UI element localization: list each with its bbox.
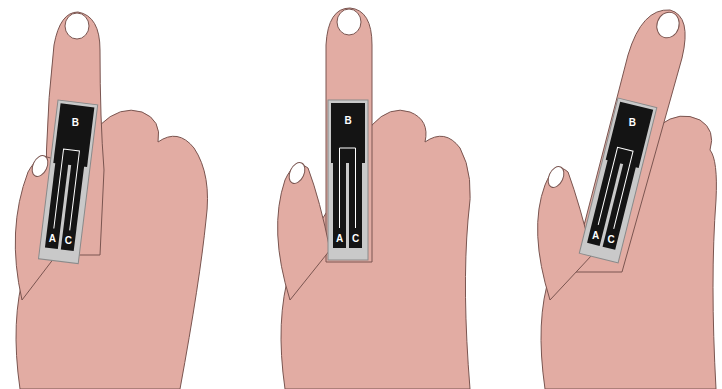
nail	[545, 164, 567, 190]
terminal-label: B	[629, 118, 636, 128]
flex-sensor	[579, 98, 657, 263]
nail	[654, 9, 683, 41]
terminal-label: B	[344, 116, 351, 126]
terminal-label: A	[49, 234, 56, 244]
terminal-label: A	[592, 231, 599, 241]
nail	[65, 13, 89, 39]
thumb	[278, 165, 330, 300]
flex-sensor	[39, 100, 98, 264]
terminal-label: B	[72, 118, 79, 128]
finger	[326, 8, 372, 262]
finger	[572, 10, 685, 272]
nail	[286, 160, 308, 186]
nail	[29, 153, 51, 179]
terminal-label: C	[352, 234, 359, 244]
terminal-label: C	[65, 236, 72, 246]
terminal-label: A	[336, 234, 343, 244]
nail	[337, 9, 361, 35]
flex-sensor	[328, 100, 368, 260]
terminal-label: C	[607, 235, 614, 245]
